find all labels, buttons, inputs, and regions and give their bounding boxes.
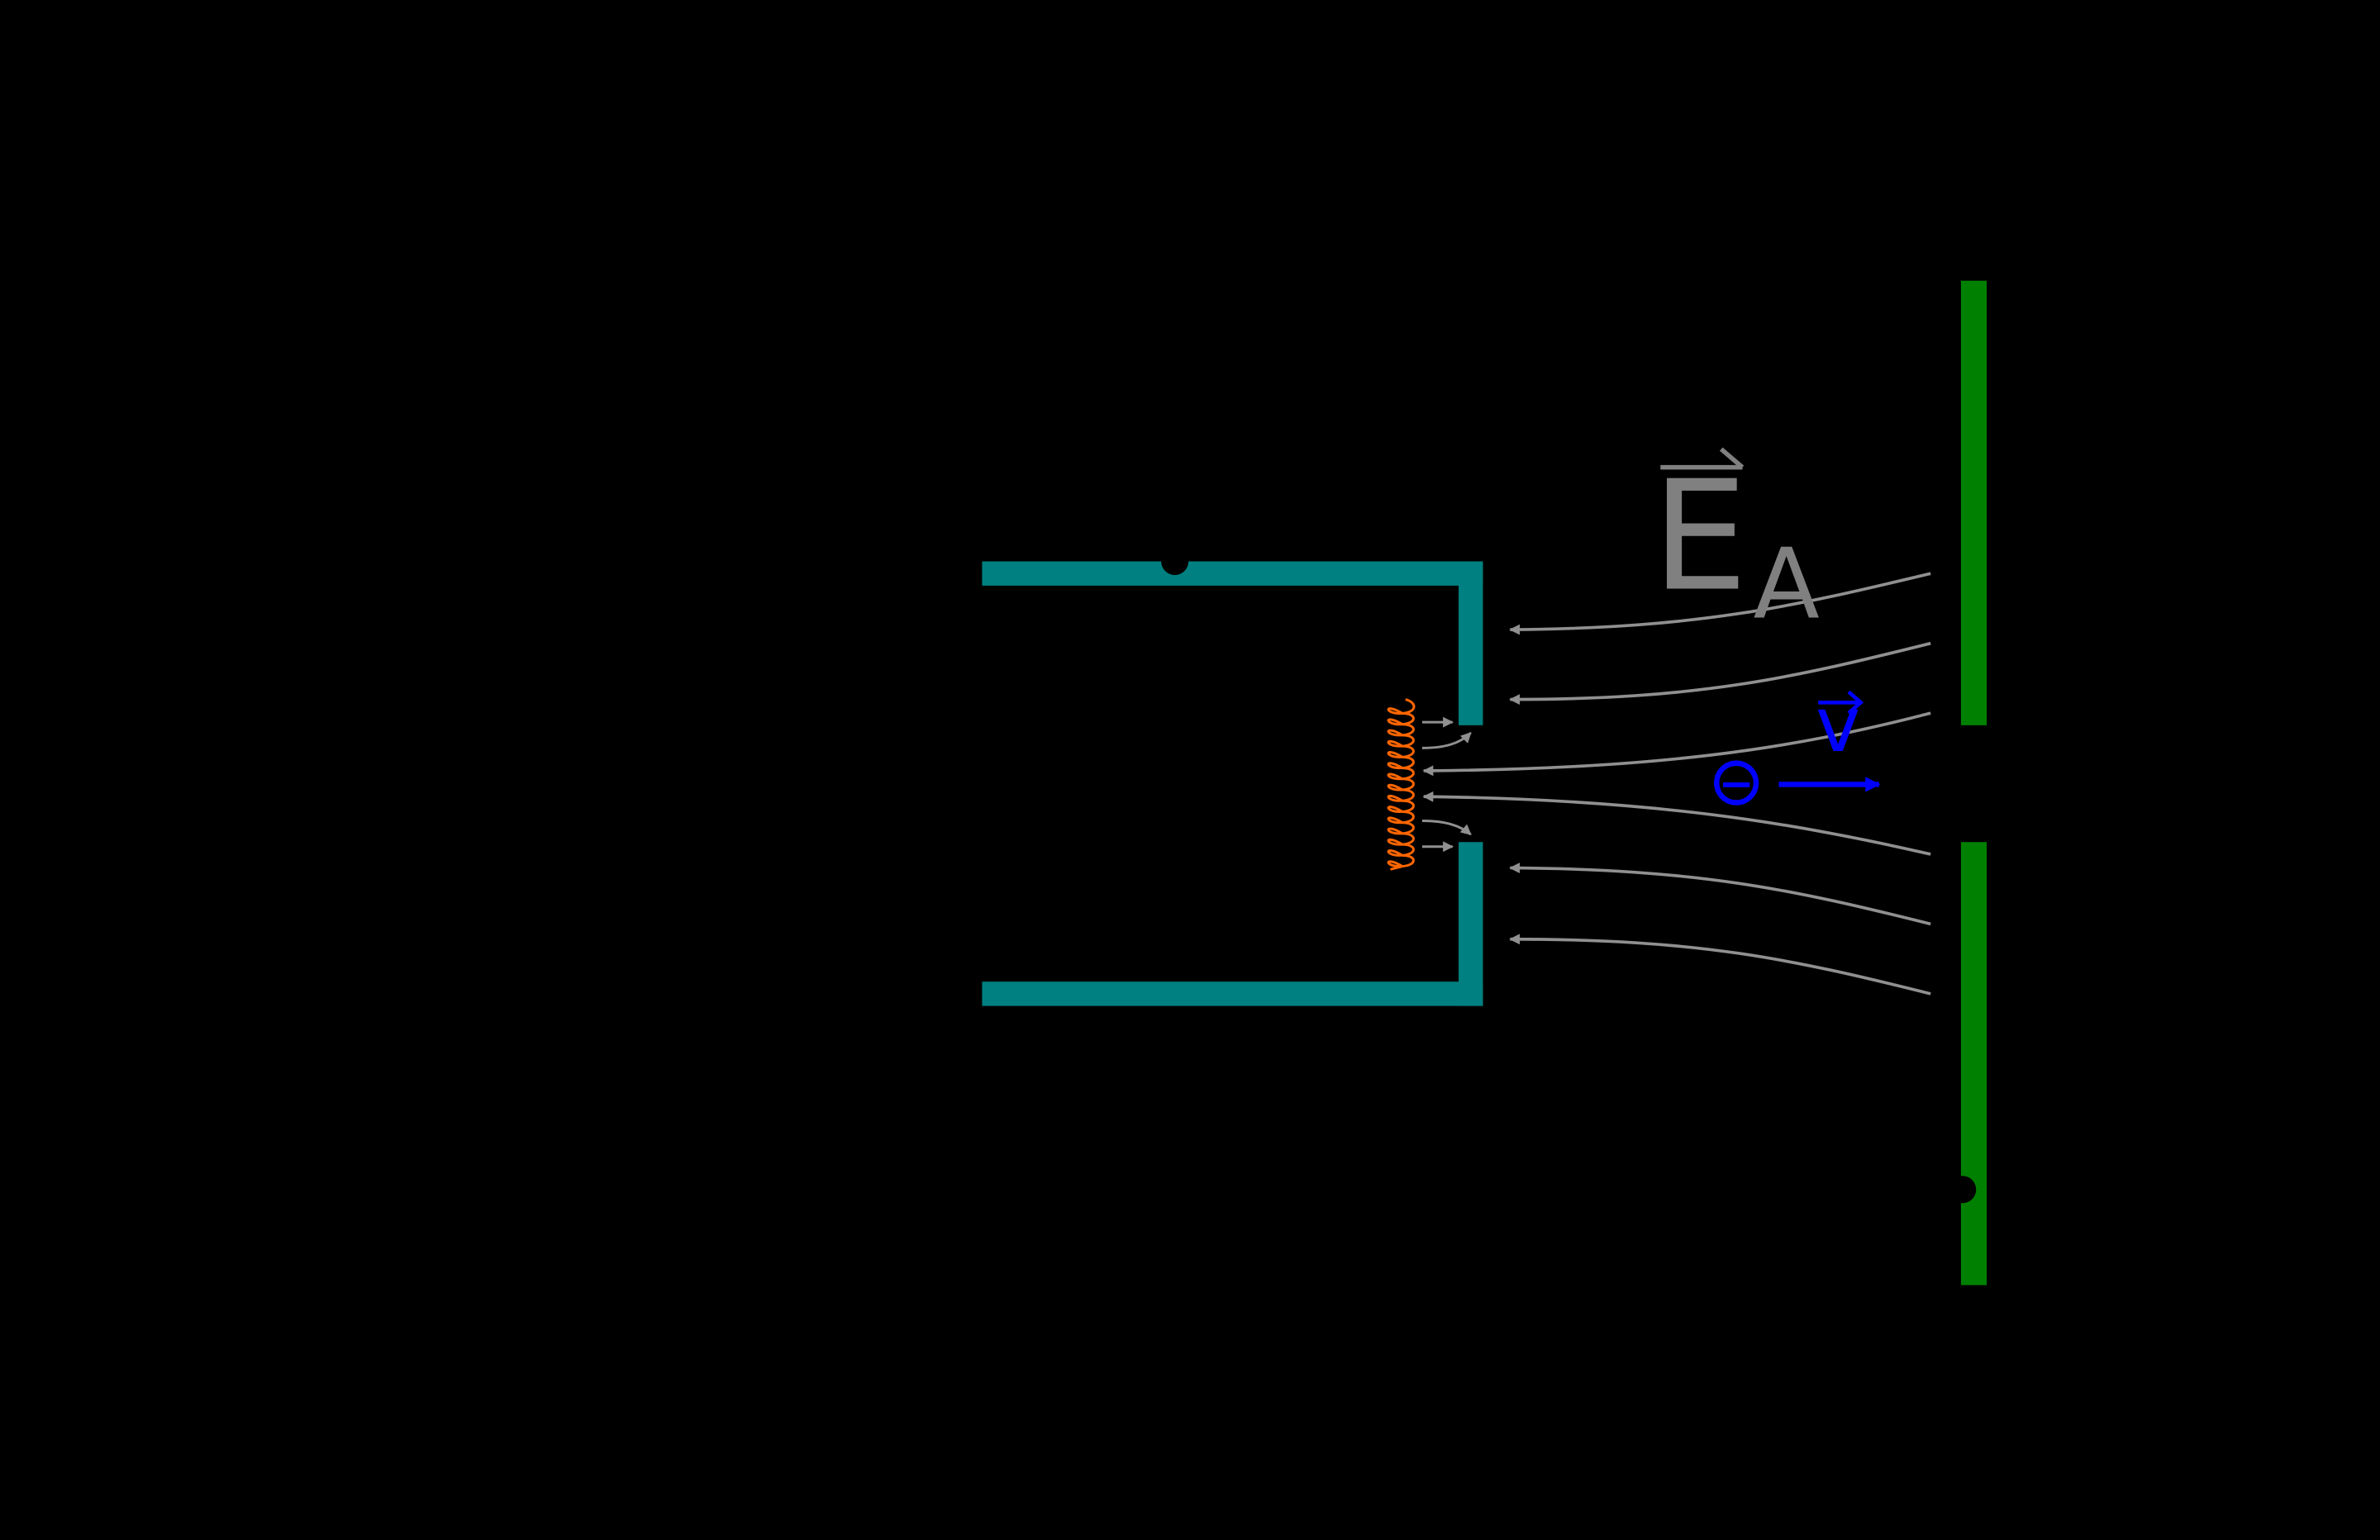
emission-arrow <box>1421 820 1472 836</box>
anode-terminal <box>1949 1176 1977 1204</box>
cathode-front-upper <box>1459 561 1483 725</box>
anode-upper <box>1960 280 1987 725</box>
cathode-front-lower <box>1459 842 1483 1006</box>
cathode-bottom-wall <box>982 982 1483 1006</box>
field-line <box>1422 711 1931 777</box>
field-label-subscript: A <box>1754 527 1820 640</box>
field-line <box>1422 791 1931 856</box>
field-label: E A <box>1652 447 1820 640</box>
field-line <box>1509 934 1931 996</box>
field-lines <box>1422 572 1931 996</box>
electron: − <box>1714 759 1759 809</box>
velocity-vector-arrow-icon <box>1818 690 1864 715</box>
field-label-letter: E <box>1652 449 1748 625</box>
cathode-cup <box>982 561 1483 1006</box>
emission-arrow <box>1421 731 1472 749</box>
field-line <box>1509 641 1931 706</box>
cathode-top-wall <box>982 561 1483 586</box>
velocity-label: v <box>1816 681 1864 769</box>
field-line <box>1509 863 1931 926</box>
field-vector-arrow-icon <box>1660 447 1745 470</box>
emission-arrows <box>1421 716 1472 853</box>
field-line <box>1509 572 1931 635</box>
cathode-terminal <box>1161 547 1189 576</box>
electron-circle <box>1714 760 1759 806</box>
anode-lower <box>1960 842 1987 1286</box>
anode-plate <box>1960 280 1987 1286</box>
filament-coil <box>1387 698 1416 871</box>
electron-sign: − <box>1719 759 1754 809</box>
